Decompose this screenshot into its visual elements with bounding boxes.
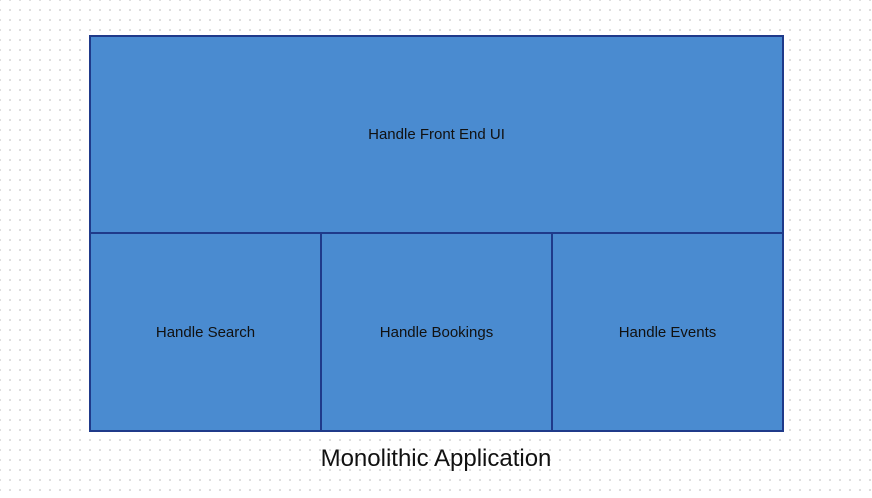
- front-end-ui-label: Handle Front End UI: [368, 126, 505, 143]
- bookings-block: Handle Bookings: [320, 232, 553, 432]
- events-label: Handle Events: [618, 323, 717, 341]
- search-block: Handle Search: [89, 232, 322, 432]
- diagram-caption: Monolithic Application: [320, 445, 552, 472]
- search-label: Handle Search: [155, 323, 256, 341]
- bookings-label: Handle Bookings: [379, 323, 494, 341]
- events-block: Handle Events: [551, 232, 784, 432]
- front-end-ui-block: Handle Front End UI: [89, 35, 784, 234]
